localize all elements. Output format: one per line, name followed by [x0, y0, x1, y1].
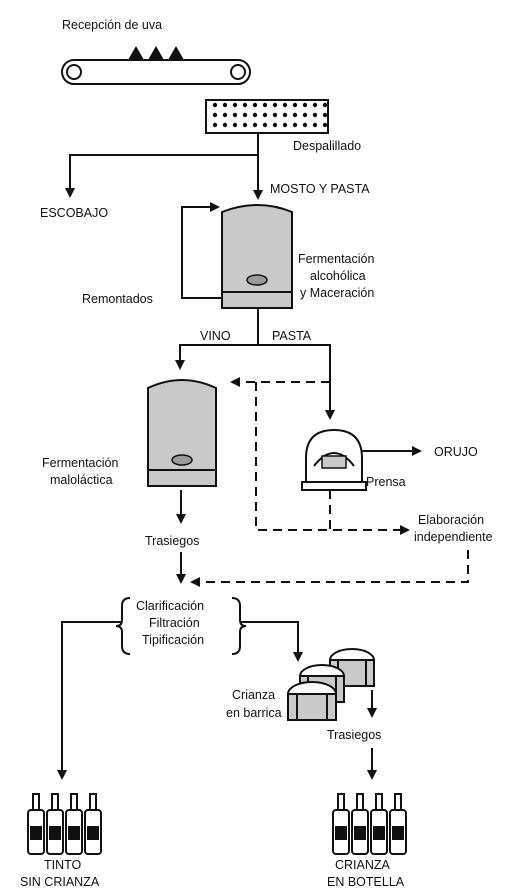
stems-label: ESCOBAJO: [40, 206, 108, 220]
aged-label-1: CRIANZA: [335, 858, 391, 872]
clarification-outflows: [57, 621, 303, 780]
young-label-2: SIN CRIANZA: [20, 875, 100, 889]
fermentation-tank-icon: [221, 204, 293, 309]
barrel-label-1: Crianza: [232, 688, 275, 702]
dashed-arrows: [190, 377, 469, 587]
barrels-icon: [287, 648, 375, 721]
ferm-alc-label-2: alcohólica: [310, 269, 366, 283]
racking-label-2: Trasiegos: [327, 728, 381, 742]
malo-label-1: Fermentación: [42, 456, 118, 470]
pumping-loop-arrow: [181, 202, 222, 299]
clarif-label: Clarificación: [136, 599, 204, 613]
malo-label-2: maloláctica: [50, 473, 113, 487]
must-paste-label: MOSTO Y PASTA: [270, 182, 370, 196]
press-icon: [301, 428, 367, 491]
ferm-alc-label-1: Fermentación: [298, 252, 374, 266]
conveyor-icon: [61, 46, 251, 85]
clarification-brace: [115, 597, 247, 655]
malolactic-tank-icon: [147, 379, 217, 487]
paste-label: PASTA: [272, 329, 312, 343]
connector-arrows: [65, 133, 263, 200]
destemming-label: Despalillado: [293, 139, 361, 153]
reception-label: Recepción de uva: [62, 18, 162, 32]
bottles-young-icon: [27, 793, 102, 855]
filtr-label: Filtración: [149, 616, 200, 630]
pumping-label: Remontados: [82, 292, 153, 306]
ferm-alc-label-3: y Maceración: [300, 286, 374, 300]
indep-label-1: Elaboración: [418, 513, 484, 527]
split-arrows: [175, 308, 335, 420]
wine-label: VINO: [200, 329, 231, 343]
destemmer-icon: [205, 99, 329, 134]
racking-label-1: Trasiegos: [145, 534, 199, 548]
tipif-label: Tipificación: [142, 633, 204, 647]
barrel-label-2: en barrica: [226, 706, 282, 720]
indep-label-2: independiente: [414, 530, 493, 544]
pomace-label: ORUJO: [434, 445, 478, 459]
bottles-aged-icon: [332, 793, 407, 855]
press-label: Prensa: [366, 475, 406, 489]
aged-label-2: EN BOTELLA: [327, 875, 405, 889]
young-label-1: TINTO: [44, 858, 82, 872]
